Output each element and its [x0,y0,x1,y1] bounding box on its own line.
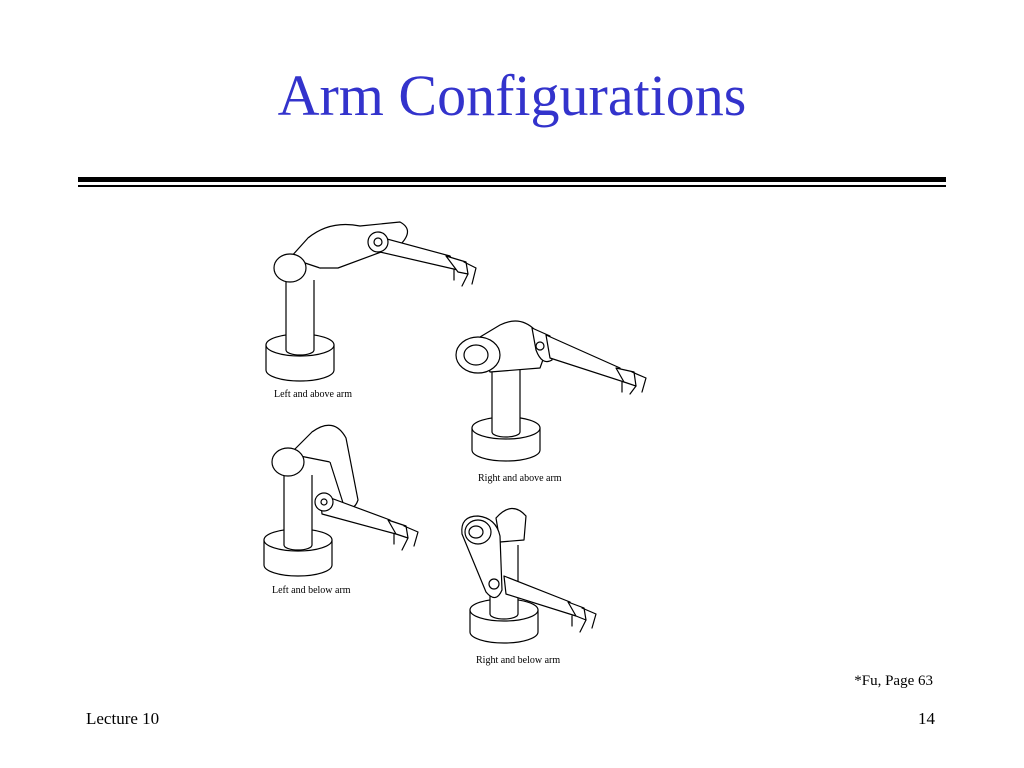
title-divider-thin [78,185,946,187]
citation: *Fu, Page 63 [854,673,933,689]
caption-left-below: Left and below arm [272,585,351,596]
footer-lecture-label: Lecture 10 [86,709,160,728]
slide-title: Arm Configurations [277,63,747,128]
caption-left-above: Left and above arm [274,389,352,400]
left-and-below-arm-drawing [263,424,419,577]
title-divider-thick [78,177,946,182]
robot-arm-configurations-figure: Left and above arm Right and above arm L… [263,221,647,666]
page-number: 14 [918,709,935,728]
caption-right-above: Right and above arm [478,473,562,484]
left-and-above-arm-drawing [265,221,477,382]
right-and-below-arm-drawing [461,507,597,644]
caption-right-below: Right and below arm [476,655,560,666]
right-and-above-arm-drawing [455,320,647,462]
